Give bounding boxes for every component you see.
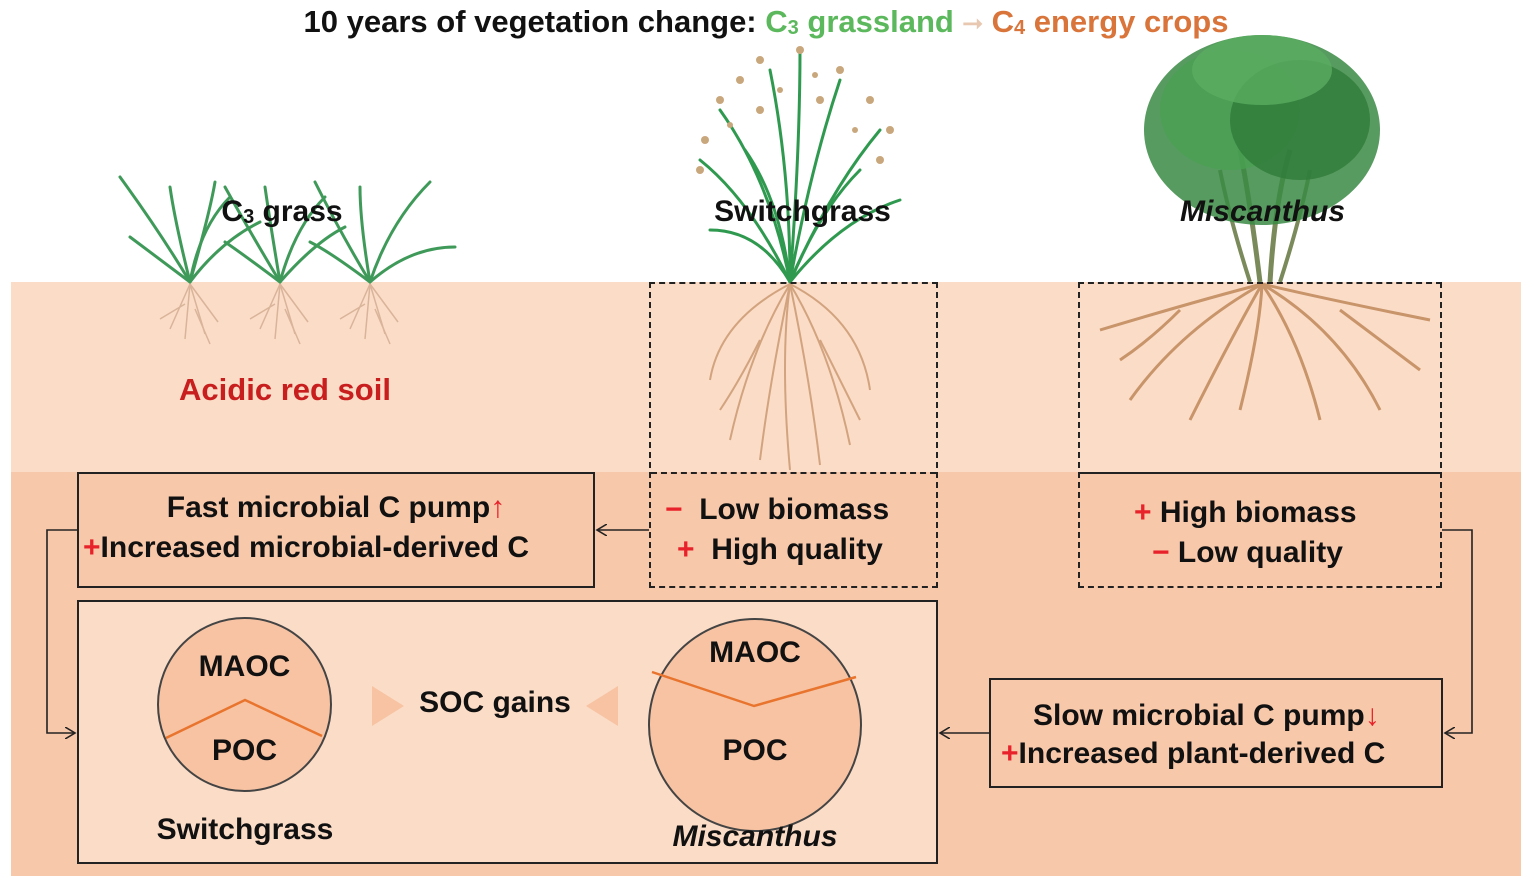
switchgrass-shoot-icon [696,46,902,284]
fast-microbial-pump-box: Fast microbial C pump↑ +Increased microb… [77,472,595,588]
miscanthus-label: Miscanthus [1179,195,1346,228]
title-c4: C4 energy crops [991,4,1229,39]
switchgrass-trait-biomass: − Low biomass [665,493,890,526]
title-c3: C3 grassland [765,4,954,39]
miscanthus-partition-line [651,670,857,708]
switchgrass-poc-label: POC [211,734,277,767]
fast-pump-line: Fast microbial C pump↑ [166,491,506,524]
switchgrass-soc-caption: Switchgrass [156,813,334,846]
slow-microbial-pump-box: Slow microbial C pump↓ +Increased plant-… [989,678,1443,788]
slow-pump-line: Slow microbial C pump↓ [1033,699,1380,732]
c3-grass-icon [118,175,457,284]
right-pointer-icon [586,686,618,726]
miscanthus-maoc-label: MAOC [709,636,801,669]
soc-gains-label: SOC gains [419,686,571,719]
c3-roots-icon [159,283,399,345]
switchgrass-maoc-label: MAOC [198,650,291,683]
switchgrass-partition-line [165,698,323,740]
left-pointer-icon [372,686,404,726]
c3-grass-label: C3 grass [221,195,343,228]
miscanthus-box-divider [1080,472,1440,474]
switchgrass-box-divider [651,472,936,474]
miscanthus-trait-quality: − Low quality [1152,536,1343,569]
miscanthus-roots-icon [1099,282,1431,421]
switchgrass-soc-circle [157,617,332,792]
miscanthus-soc-caption: Miscanthus [672,820,838,853]
soil-surface-layer [11,282,1521,472]
miscanthus-shoot-icon [1144,35,1380,283]
switchgrass-traits-box: − Low biomass + High quality [649,282,938,588]
switchgrass-trait-quality: + High quality [677,533,883,566]
miscanthus-traits-box: + High biomass − Low quality [1078,282,1442,588]
miscanthus-poc-label: POC [722,734,788,767]
fast-pump-to-soc-arrow [46,529,77,733]
up-arrow-icon: ↑ [490,491,506,524]
title-arrow-icon: ➞ [961,8,984,38]
plant-derived-line: +Increased plant-derived C [1001,737,1386,770]
down-arrow-icon: ↓ [1364,699,1380,732]
title-prefix: 10 years of vegetation change: [303,4,766,39]
switchgrass-roots-icon [709,283,871,471]
microbial-derived-line: +Increased microbial-derived C [83,531,530,564]
miscanthus-to-slow-pump-arrow [1442,529,1473,733]
miscanthus-soc-circle [648,618,862,832]
diagram-title: 10 years of vegetation change: C3 grassl… [0,4,1532,40]
soil-label: Acidic red soil [179,372,391,407]
switchgrass-label: Switchgrass [714,195,891,228]
miscanthus-trait-biomass: + High biomass [1134,496,1357,529]
